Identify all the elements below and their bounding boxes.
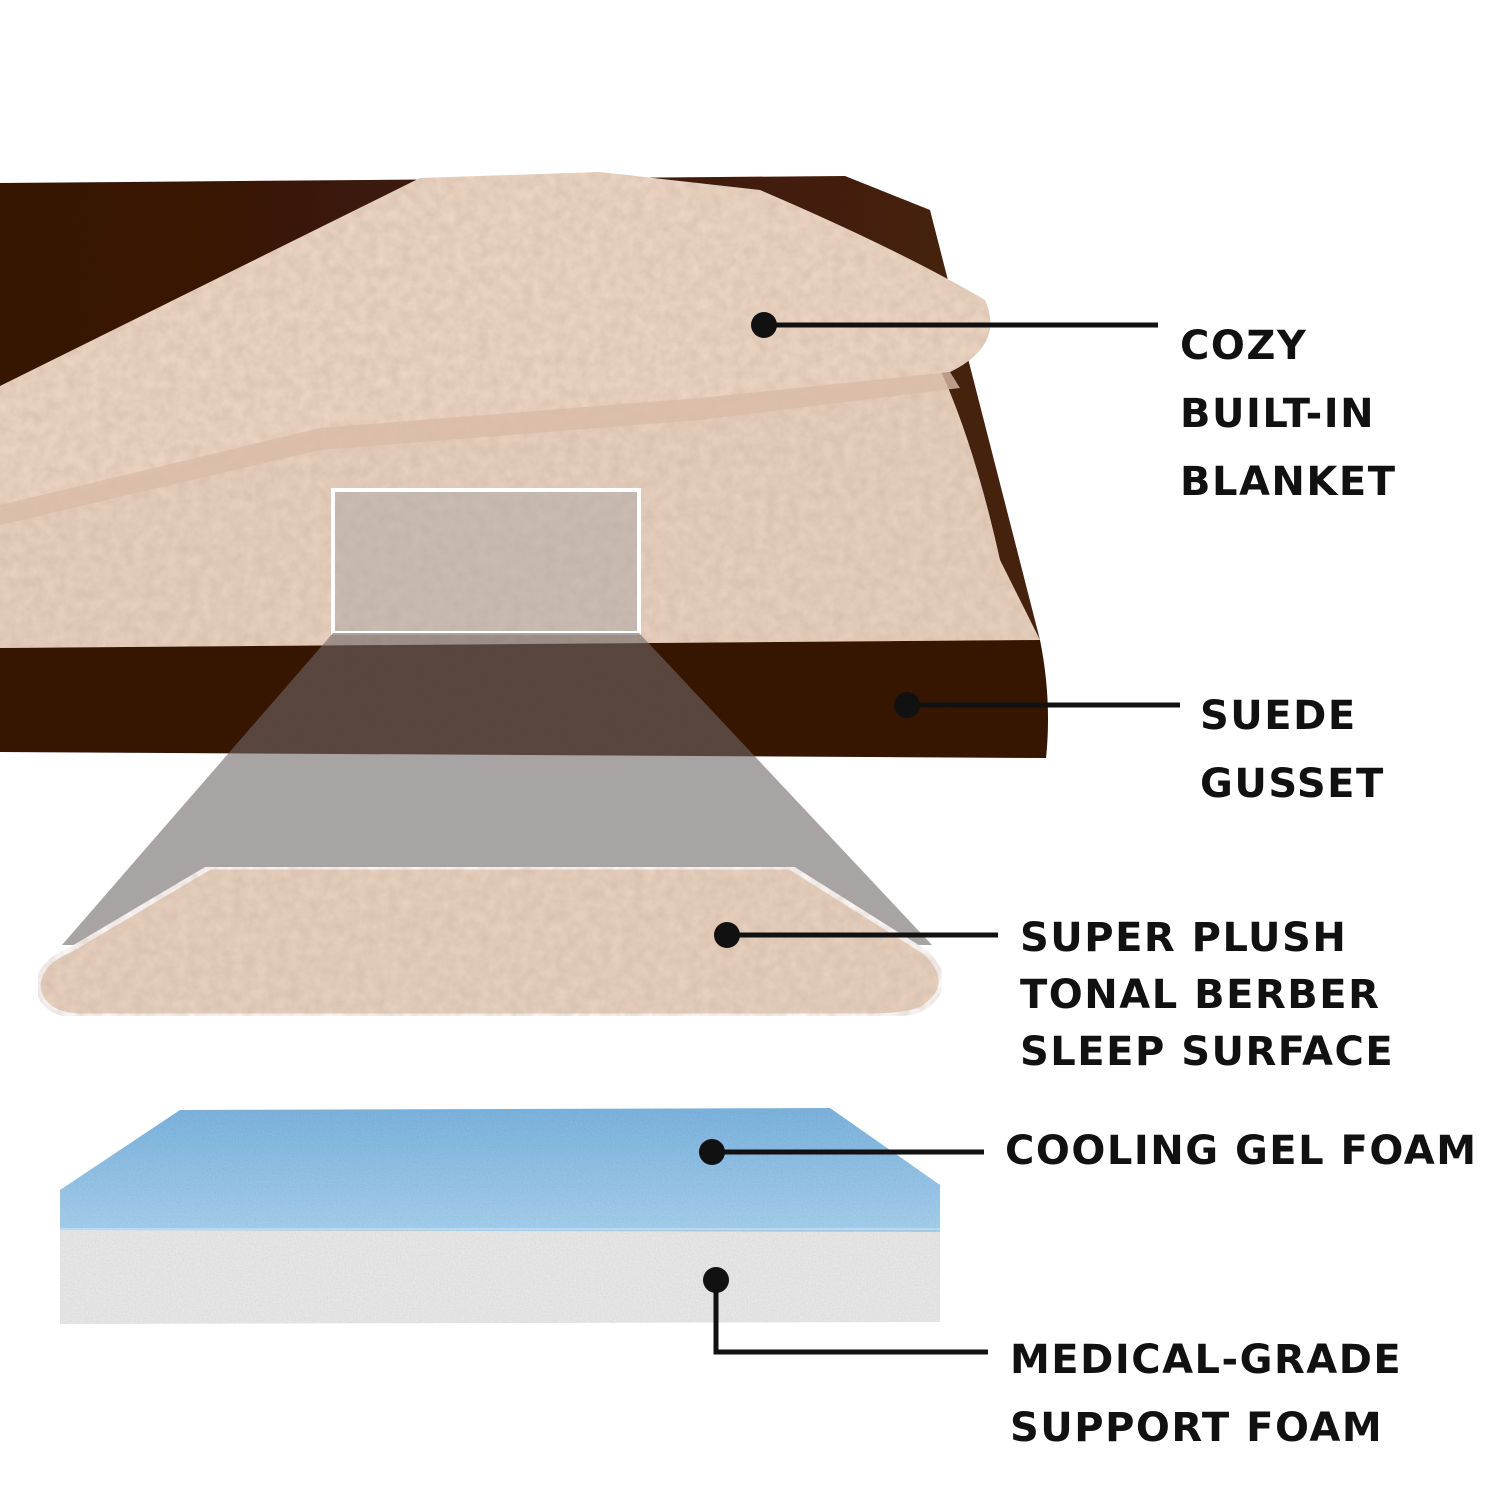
foam-block xyxy=(60,1108,940,1324)
label-line: MEDICAL-GRADE xyxy=(1010,1337,1403,1383)
callout-leader-gel xyxy=(699,1139,984,1165)
zoom-window xyxy=(331,488,641,635)
label-line: COOLING GEL FOAM xyxy=(1005,1128,1478,1174)
callout-leader-berber xyxy=(714,922,998,948)
label-suede-gusset: SUEDE GUSSET xyxy=(1200,682,1385,818)
label-line: BLANKET xyxy=(1180,459,1397,505)
berber-blanket xyxy=(0,172,1040,648)
callout-leader-blanket xyxy=(751,312,1158,338)
label-line: GUSSET xyxy=(1200,761,1385,807)
berber-sleep-surface-slab xyxy=(35,864,944,1019)
label-line: COZY xyxy=(1180,323,1308,369)
label-line: SUEDE xyxy=(1200,693,1357,739)
blanket-folded-flap xyxy=(0,172,991,510)
blanket-fold-shadow xyxy=(0,372,960,525)
label-medical-grade-support-foam: MEDICAL-GRADE SUPPORT FOAM xyxy=(1010,1326,1402,1462)
label-cooling-gel-foam: COOLING GEL FOAM xyxy=(1005,1127,1478,1175)
callout-leader-gusset xyxy=(894,692,1180,718)
label-cozy-built-in-blanket: COZY BUILT-IN BLANKET xyxy=(1180,312,1397,516)
callout-leader-support xyxy=(703,1267,988,1355)
label-line: SUPPORT FOAM xyxy=(1010,1405,1384,1451)
label-line: SUPER PLUSH xyxy=(1020,915,1348,961)
support-foam-layer xyxy=(60,1228,940,1324)
label-line: SLEEP SURFACE xyxy=(1020,1029,1395,1075)
label-line: BUILT-IN xyxy=(1180,391,1376,437)
label-berber-sleep-surface: SUPER PLUSH TONAL BERBER SLEEP SURFACE xyxy=(1020,910,1394,1081)
label-line: TONAL BERBER xyxy=(1020,972,1381,1018)
cooling-gel-layer xyxy=(60,1108,940,1232)
